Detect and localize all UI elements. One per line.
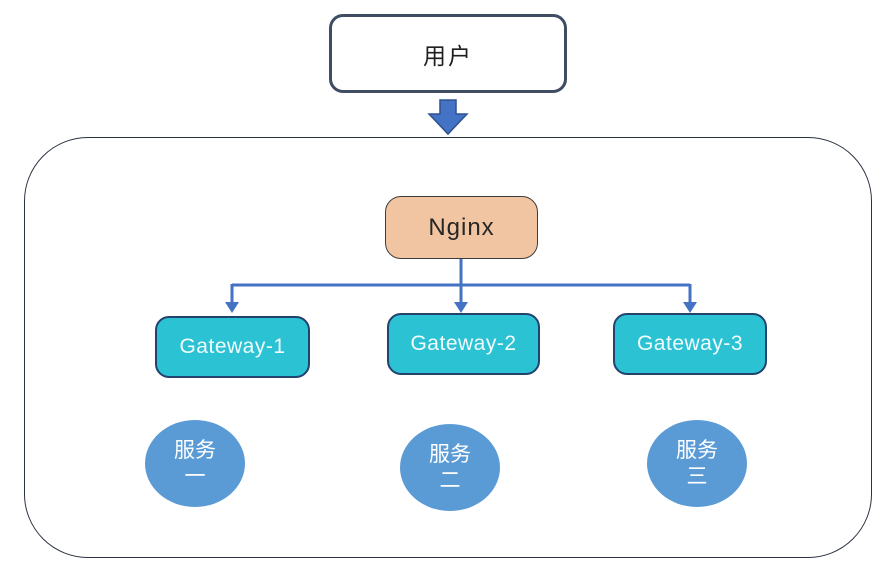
service-3-label-line2: 三 — [686, 464, 708, 488]
service-1-label-line2: 一 — [184, 464, 206, 488]
gateway-1-node: Gateway-1 — [155, 316, 310, 378]
service-1-node: 服务 一 — [145, 420, 245, 507]
down-block-arrow-icon — [427, 99, 469, 136]
service-1-label-line1: 服务 — [174, 438, 216, 462]
gateway-3-node: Gateway-3 — [613, 313, 767, 375]
cluster-boundary — [24, 137, 872, 558]
gateway-2-label: Gateway-2 — [410, 332, 517, 355]
nginx-node-label: Nginx — [428, 213, 495, 241]
service-2-label-line1: 服务 — [429, 442, 471, 466]
service-3-node: 服务 三 — [647, 420, 747, 507]
gateway-2-node: Gateway-2 — [387, 313, 540, 375]
gateway-1-label: Gateway-1 — [179, 335, 286, 358]
service-2-label-line2: 二 — [439, 468, 461, 492]
service-3-label-line1: 服务 — [676, 438, 718, 462]
user-node: 用户 — [329, 14, 567, 93]
user-node-label: 用户 — [423, 42, 473, 69]
gateway-3-label: Gateway-3 — [636, 332, 744, 355]
nginx-node: Nginx — [385, 196, 538, 259]
service-2-node: 服务 二 — [400, 424, 500, 511]
